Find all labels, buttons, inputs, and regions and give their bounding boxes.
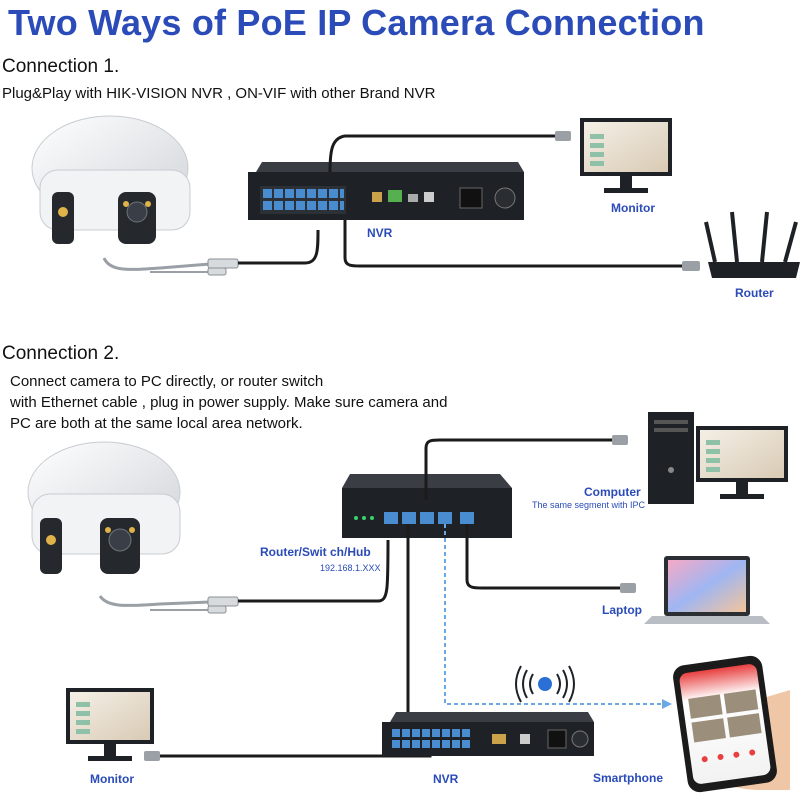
- description-line-1: Connect camera to PC directly, or router…: [10, 373, 324, 390]
- connection2-heading: Connection 2.: [2, 343, 120, 364]
- page-title: Two Ways of PoE IP Camera Connection: [8, 2, 705, 43]
- nvr-2-label: NVR: [433, 772, 459, 786]
- connection1-heading: Connection 1.: [2, 56, 120, 77]
- monitor-1: [580, 118, 672, 193]
- nvr-1: [248, 162, 524, 220]
- monitor-2: [66, 688, 154, 761]
- monitor-1-label: Monitor: [611, 201, 655, 215]
- poe-ports: [260, 186, 346, 214]
- connection2-description: Connect camera to PC directly, or router…: [10, 371, 447, 434]
- nvr-1-label: NVR: [367, 226, 393, 240]
- router-label: Router: [735, 286, 774, 300]
- switch-ip-label: 192.168.1.XXX: [320, 563, 381, 573]
- dome-camera-1: [31, 115, 191, 244]
- laptop: [644, 556, 770, 624]
- monitor-2-label: Monitor: [90, 772, 134, 786]
- computer-tower: [648, 412, 694, 504]
- dome-camera-2: [27, 441, 181, 574]
- computer-monitor: [696, 426, 788, 499]
- wifi-signal-icon: [515, 665, 575, 703]
- router: [704, 211, 800, 278]
- connection1-description: Plug&Play with HIK-VISION NVR , ON-VIF w…: [2, 85, 436, 102]
- description-line-3: PC are both at the same local area netwo…: [10, 415, 303, 432]
- laptop-label: Laptop: [602, 603, 642, 617]
- description-line-2: with Ethernet cable , plug in power supp…: [10, 394, 448, 411]
- computer-label: Computer: [584, 485, 641, 499]
- switch-label: Router/Swit ch/Hub: [260, 545, 371, 559]
- connection1-diagram: [31, 115, 800, 278]
- smartphone: [673, 655, 790, 793]
- nvr-2: [382, 712, 594, 756]
- connection2-diagram: [27, 412, 790, 793]
- computer-note: The same segment with IPC: [532, 500, 646, 510]
- smartphone-label: Smartphone: [593, 771, 664, 785]
